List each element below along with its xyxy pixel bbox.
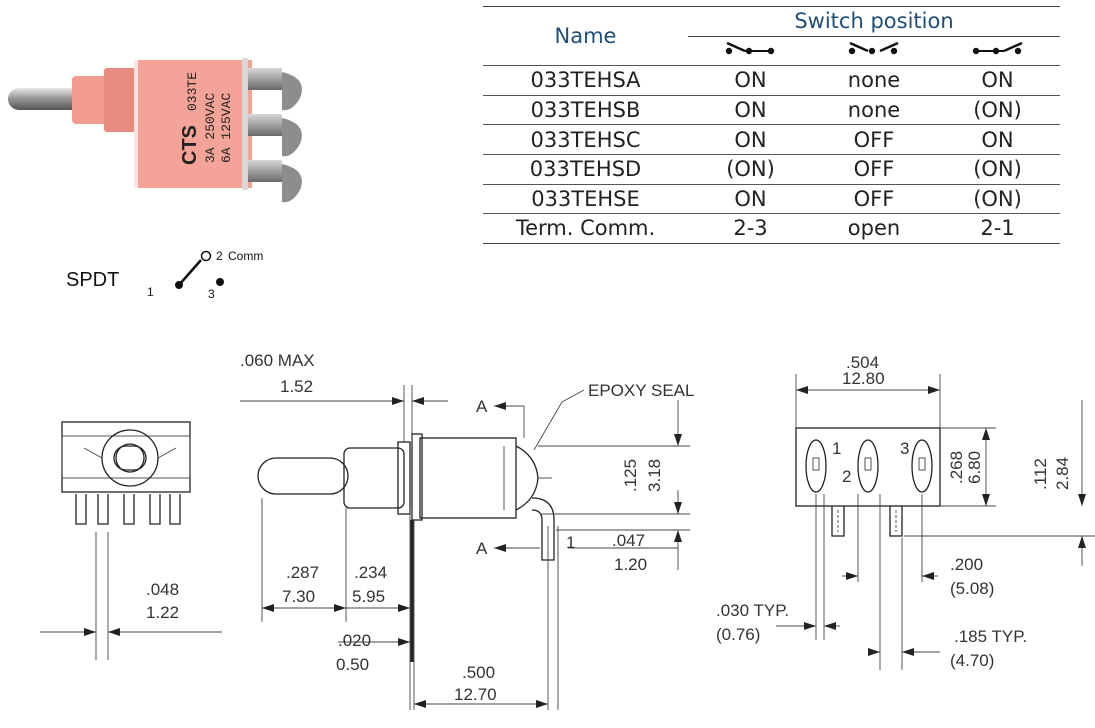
cell-left: ON (688, 183, 813, 214)
height-in: .125 (621, 459, 640, 492)
schematic-pin2: 2 (216, 249, 223, 263)
pin2-circle (200, 250, 212, 262)
cell-right: (ON) (935, 153, 1060, 185)
cell-right: 2-1 (935, 213, 1060, 244)
schematic-comm-label: Comm (228, 249, 263, 263)
rear-pin-3: 3 (900, 439, 909, 458)
switch-photo: CTS 033TE 3A 250VAC 6A 125VAC (8, 58, 302, 203)
cell-left: 2-3 (688, 213, 813, 244)
cell-name: 033TEHSD (483, 153, 688, 185)
cell-right: (ON) (935, 183, 1060, 214)
pin3-dot (216, 278, 224, 286)
cell-center: OFF (813, 183, 935, 214)
schematic-pin1: 1 (147, 285, 154, 299)
cell-center: OFF (813, 124, 935, 155)
terminal-number: 1 (566, 533, 575, 552)
cell-left: ON (688, 94, 813, 125)
pitch-in: .200 (950, 555, 983, 574)
lever-shape (8, 88, 84, 110)
cell-left: ON (688, 124, 813, 155)
pin-width-mm: 1.22 (146, 603, 179, 622)
photo-brand: CTS (179, 125, 201, 165)
cell-center: open (813, 213, 935, 244)
body-length-mm: 12.70 (454, 685, 497, 704)
pin-width-in: .048 (146, 580, 179, 599)
pitch-mm: (5.08) (950, 579, 994, 598)
switch-body (134, 60, 252, 188)
name-header: Name (483, 5, 688, 66)
cell-center: OFF (813, 153, 935, 185)
schematic-type-label: SPDT (66, 269, 119, 291)
lever-mm: 7.30 (282, 587, 315, 606)
cell-name: 033TEHSE (483, 183, 688, 214)
cell-name: 033TEHSB (483, 94, 688, 125)
dimension-drawings: .048 1.22 .060 MAX 1.52 A EPOXY SEAL A (40, 351, 1095, 710)
epoxy-seal-label: EPOXY SEAL (588, 381, 694, 400)
switch-position-table: Name Switch position (483, 5, 1060, 244)
max-thickness-in: .060 MAX (240, 351, 315, 370)
toggle-center-icon (813, 36, 935, 66)
cell-name: 033TEHSA (483, 65, 688, 96)
schematic-pin3: 3 (208, 287, 215, 300)
side-height2-mm: 2.84 (1053, 457, 1072, 490)
hole-mm: (0.76) (716, 625, 760, 644)
bushing-in: .234 (354, 563, 387, 582)
toggle-left-icon (688, 36, 813, 66)
cell-right: ON (935, 124, 1060, 155)
terminal-in: .047 (612, 531, 645, 550)
term-pitch-mm: (4.70) (950, 651, 994, 670)
width-mm: 12.80 (842, 369, 885, 388)
front-view: .048 1.22 (40, 421, 222, 660)
table-row: 033TEHSD(ON)OFF(ON) (483, 153, 1060, 185)
section-a-top: A (476, 397, 488, 416)
cell-right: ON (935, 65, 1060, 96)
max-thickness-mm: 1.52 (280, 377, 313, 396)
cell-name: Term. Comm. (483, 213, 688, 244)
cell-right: (ON) (935, 94, 1060, 125)
photo-label-2: 3A 250VAC (203, 93, 218, 163)
toggle-right-icon (935, 36, 1060, 66)
body-length-in: .500 (462, 663, 495, 682)
lever-in: .287 (286, 563, 319, 582)
photo-label-3: 6A 125VAC (219, 93, 234, 163)
rear-view: .504 12.80 1 2 3 .268 6.80 .112 2.84 (716, 353, 1095, 670)
plate-in: .020 (338, 631, 371, 650)
photo-label-1: 033TE (185, 72, 200, 111)
cell-center: none (813, 65, 935, 96)
switch-position-header: Switch position (688, 6, 1060, 37)
height-mm: 3.18 (645, 459, 664, 492)
spdt-schematic: SPDT 1 2 Comm 3 (66, 249, 263, 300)
cell-center: none (813, 94, 935, 125)
cell-left: (ON) (688, 153, 813, 185)
cell-name: 033TEHSC (483, 124, 688, 155)
plate-mm: 0.50 (336, 655, 369, 674)
bushing-mm: 5.95 (352, 587, 385, 606)
terminal-mm: 1.20 (614, 555, 647, 574)
side-height-in: .268 (947, 451, 966, 484)
width-in: .504 (846, 353, 879, 372)
side-height2-in: .112 (1031, 458, 1050, 490)
term-pitch-in: .185 TYP. (954, 627, 1027, 646)
rear-pin-1: 1 (832, 439, 841, 458)
side-height-mm: 6.80 (965, 451, 984, 484)
rear-pin-2: 2 (842, 467, 851, 486)
hole-in: .030 TYP. (716, 601, 789, 620)
section-a-bottom: A (476, 539, 488, 558)
side-view: .060 MAX 1.52 A EPOXY SEAL A .125 3.18 1… (240, 351, 694, 710)
cell-left: ON (688, 65, 813, 96)
